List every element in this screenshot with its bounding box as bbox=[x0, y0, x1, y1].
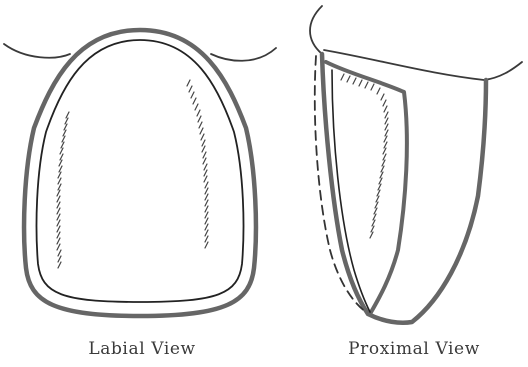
labial-outer-outline bbox=[24, 30, 256, 316]
labial-gingival-line bbox=[4, 44, 276, 61]
proximal-view-label: Proximal View bbox=[348, 339, 480, 359]
labial-view-drawing bbox=[4, 30, 276, 316]
proximal-hatch bbox=[341, 74, 388, 238]
labial-view-label: Labial View bbox=[88, 339, 195, 359]
labial-hatch-right bbox=[187, 80, 208, 248]
labial-inner-outline bbox=[37, 40, 244, 302]
labial-hatch-left bbox=[57, 112, 69, 268]
proximal-view-drawing bbox=[310, 6, 522, 323]
